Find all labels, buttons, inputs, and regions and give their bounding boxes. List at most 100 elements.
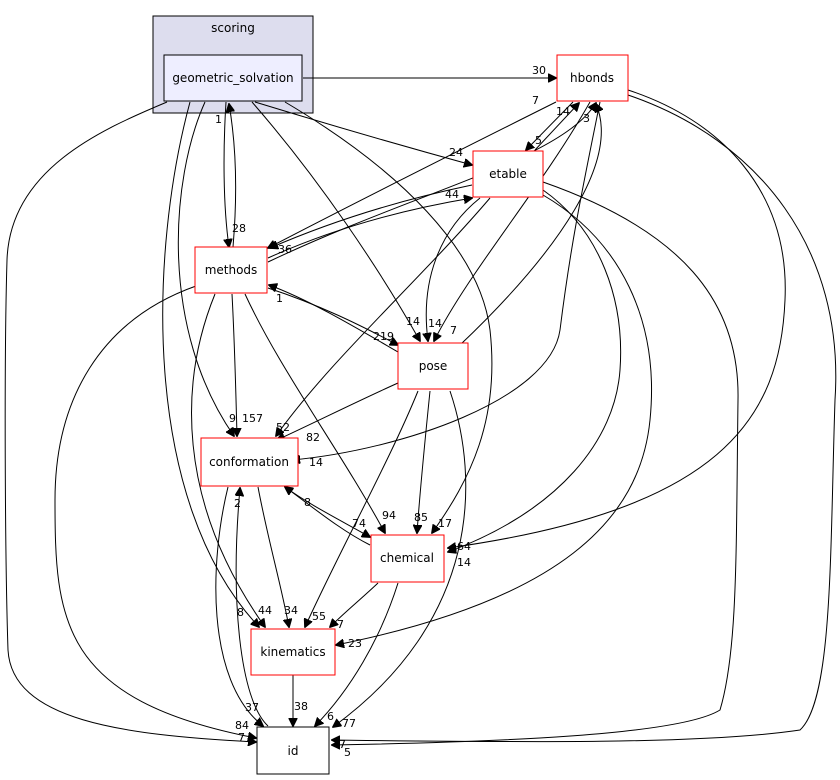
edge-pose-chemical xyxy=(417,390,431,533)
edge-label-hbonds-conformation: 14 xyxy=(309,456,323,469)
edge-label-gs-chemical: 17 xyxy=(438,517,452,530)
edge-label-id-conformation: 2 xyxy=(234,497,241,510)
edge-gs-pose xyxy=(251,101,420,341)
edge-etable-hbonds xyxy=(534,103,579,151)
edge-methods-gs xyxy=(229,104,237,248)
edge-hbonds-chemical xyxy=(448,89,786,548)
node-label-conformation: conformation xyxy=(209,455,289,469)
edge-label-methods-kinematics: 34 xyxy=(284,604,298,617)
edge-methods-conformation xyxy=(231,293,237,436)
edge-label-chemical-kinematics: 7 xyxy=(337,618,344,631)
edge-label-gs-conformation: 9 xyxy=(229,412,236,425)
edge-chemical-conformation xyxy=(285,487,371,546)
node-label-pose: pose xyxy=(419,359,448,373)
node-etable[interactable]: etable xyxy=(472,150,544,198)
edge-label-etable-chemical: 14 xyxy=(457,556,471,569)
edge-label-hbonds-pose: 7 xyxy=(450,324,457,337)
edge-label-etable-kinematics: 23 xyxy=(348,637,362,650)
edge-label-gs-pose: 14 xyxy=(406,315,420,328)
edges xyxy=(4,78,837,745)
edge-label-methods-id: 7 xyxy=(238,731,245,744)
edge-methods-kinematics xyxy=(191,293,265,627)
edge-label-kinematics-id: 38 xyxy=(294,700,308,713)
node-label-id: id xyxy=(288,744,299,758)
cluster-scoring-label: scoring xyxy=(211,21,255,35)
edge-label-etable-conformation: 52 xyxy=(276,421,290,434)
edge-etable-conformation xyxy=(276,197,491,436)
edge-methods-pose xyxy=(267,287,398,345)
edge-label-etable-pose: 14 xyxy=(428,317,442,330)
node-id[interactable]: id xyxy=(256,726,330,775)
edge-label-pose-methods: 1 xyxy=(276,292,283,305)
node-kinematics[interactable]: kinematics xyxy=(250,628,336,676)
node-conformation[interactable]: conformation xyxy=(200,437,299,487)
node-hbonds[interactable]: hbonds xyxy=(556,54,629,102)
edge-pose-id xyxy=(333,390,467,727)
edge-hbonds-pose xyxy=(434,101,591,341)
edge-pose-kinematics xyxy=(305,390,419,627)
node-label-geometric-solvation: geometric_solvation xyxy=(172,71,293,85)
edge-gs-conformation xyxy=(177,101,234,436)
edge-label-conformation-chemical: 74 xyxy=(352,517,366,530)
edge-label-etable-methods: 44 xyxy=(445,188,459,201)
edge-methods-chemical xyxy=(244,293,385,533)
node-methods[interactable]: methods xyxy=(194,246,268,294)
edge-pose-conformation xyxy=(277,382,399,440)
edge-label-methods-hbonds: 3 xyxy=(583,112,590,125)
edge-label-gs-kinematics: 44 xyxy=(258,604,272,617)
edge-label-hbonds-chemical: 64 xyxy=(457,540,471,553)
node-pose[interactable]: pose xyxy=(397,342,469,390)
edge-gs-methods xyxy=(224,101,229,247)
edge-hbonds-methods xyxy=(268,101,557,248)
edge-conformation-kinematics xyxy=(257,486,289,627)
edge-hbonds-etable xyxy=(526,101,574,150)
edge-hbonds-id xyxy=(332,94,837,742)
node-label-kinematics: kinematics xyxy=(260,645,325,659)
edge-label-pose-chemical: 85 xyxy=(414,511,428,524)
edge-methods-etable xyxy=(267,198,472,259)
edge-label-methods-pose: 219 xyxy=(373,330,394,343)
edge-label-chemical-conformation: 8 xyxy=(304,496,311,509)
edge-chemical-id xyxy=(315,582,399,726)
edge-labels: 30 24 28 1 14 9 44 17 84 5 7 7 14 64 7 1… xyxy=(215,64,590,759)
edge-pose-methods xyxy=(269,285,399,353)
node-label-chemical: chemical xyxy=(380,551,434,565)
edge-label-hbonds-id: 7 xyxy=(339,738,346,751)
edge-chemical-kinematics xyxy=(330,582,379,627)
node-geometric-solvation[interactable]: geometric_solvation xyxy=(163,54,303,102)
edge-label-hbonds-etable: 5 xyxy=(535,134,542,147)
edge-gs-kinematics xyxy=(162,101,259,627)
edge-label-methods-etable: 36 xyxy=(278,243,292,256)
edge-conformation-id xyxy=(215,486,263,726)
node-label-hbonds: hbonds xyxy=(570,71,614,85)
edge-hbonds-conformation xyxy=(292,101,601,460)
edge-label-gs-etable: 24 xyxy=(449,146,463,159)
edge-label-pose-id: 77 xyxy=(342,717,356,730)
edge-etable-kinematics xyxy=(336,194,652,645)
edge-etable-id xyxy=(332,181,739,745)
edge-etable-methods xyxy=(270,184,473,248)
node-label-methods: methods xyxy=(205,263,258,277)
edge-label-methods-conformation: 157 xyxy=(242,412,263,425)
edge-gs-id xyxy=(4,101,256,742)
edge-label-gs-id: 84 xyxy=(235,719,249,732)
edge-label-etable-id: 5 xyxy=(344,746,351,759)
edge-label-gs-methods: 28 xyxy=(232,222,246,235)
edge-methods-id xyxy=(54,285,256,738)
edge-label-pose-conformation: 82 xyxy=(306,431,320,444)
edge-label-methods-gs: 1 xyxy=(215,113,222,126)
edge-label-conformation-id: 37 xyxy=(245,701,259,714)
edge-id-conformation xyxy=(236,488,269,727)
edge-gs-etable xyxy=(254,101,472,165)
edge-label-methods-chemical: 94 xyxy=(382,509,396,522)
node-label-etable: etable xyxy=(489,167,527,181)
edge-pose-hbonds xyxy=(459,104,601,346)
edge-label-pose-kinematics: 55 xyxy=(312,610,326,623)
edge-label-gs-hbonds: 30 xyxy=(532,64,546,77)
edge-etable-pose xyxy=(426,197,481,341)
edge-label-etable-hbonds: 14 xyxy=(556,105,570,118)
edge-label-chemical-id: 6 xyxy=(327,710,334,723)
edge-etable-chemical xyxy=(448,189,622,552)
node-chemical[interactable]: chemical xyxy=(370,534,445,583)
